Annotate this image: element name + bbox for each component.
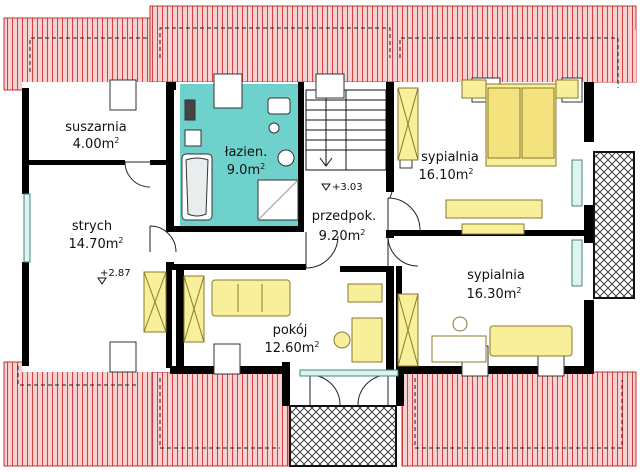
room-name-strych: strych [72, 219, 112, 234]
room-name-suszarnia: suszarnia [65, 120, 127, 135]
balcony-right [593, 151, 635, 299]
level-text-1: +3.03 [332, 182, 363, 193]
room-area-suszarnia: 4.00m2 [73, 136, 120, 152]
roof-bottom [3, 361, 637, 467]
room-sypialnia-2: sypialnia 16.30m2 [467, 268, 525, 302]
balcony-doors [299, 159, 583, 377]
bathroom-fixtures [181, 97, 413, 221]
level-text-2: +2.87 [100, 268, 131, 279]
roof-top [3, 5, 637, 91]
room-name-pokoj: pokój [273, 323, 308, 338]
level-marker-2: +2.87 [97, 268, 131, 285]
roof-dashed-lines [17, 27, 623, 449]
room-area-pokoj: 12.60m2 [265, 340, 320, 356]
room-area-przedpokoj: 9.20m2 [319, 228, 366, 244]
room-area-lazienka: 9.0m2 [227, 162, 265, 178]
level-triangle-icon [97, 277, 107, 285]
furniture [143, 79, 579, 367]
room-name-sypialnia-1: sypialnia [421, 150, 479, 165]
room-sypialnia-1: sypialnia 16.10m2 [419, 150, 479, 183]
room-suszarnia: suszarnia 4.00m2 [65, 120, 127, 152]
staircase [305, 89, 387, 171]
room-name-sypialnia-2: sypialnia [467, 268, 525, 283]
room-area-strych: 14.70m2 [69, 236, 124, 252]
level-marker-1: +3.03 [321, 182, 363, 193]
room-name-przedpokoj: przedpok. [312, 209, 377, 224]
room-strych: strych 14.70m2 [69, 219, 124, 252]
room-area-sypialnia-2: 16.30m2 [467, 286, 522, 302]
left-window [23, 193, 31, 263]
room-name-lazienka: łazien. [225, 145, 267, 160]
room-przedpokoj: przedpok. 9.20m2 [312, 209, 377, 244]
level-triangle-icon [321, 183, 331, 191]
doors [124, 161, 421, 406]
balcony-bottom [289, 405, 397, 467]
room-area-sypialnia-1: 16.10m2 [419, 167, 474, 183]
room-pokoj: pokój 12.60m2 [265, 323, 320, 356]
room-lazienka: łazien. 9.0m2 [225, 145, 267, 178]
